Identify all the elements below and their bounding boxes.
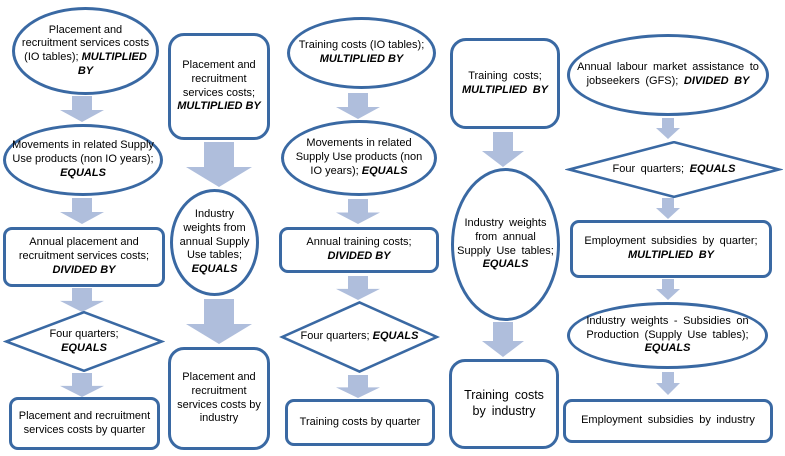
node-label: Industry weights from annual Supply Use … (179, 208, 250, 262)
step-training-costs-by-quarter: Training costs by quarter (285, 399, 435, 446)
node-label: Industry weights from annual Supply Use … (457, 217, 554, 257)
step-labour-market-assistance: Annual labour market assistance to jobse… (567, 34, 769, 116)
step-placement-costs-by-industry: Placement and recruitment services costs… (168, 347, 270, 450)
node-text: Industry weights from annual Supply Use … (173, 208, 256, 277)
node-text: Employment subsidies by industry (575, 414, 761, 428)
down-arrow-icon (656, 198, 680, 219)
node-operator: MULTIPLIED BY (177, 100, 261, 113)
node-operator: MULTIPLIED BY (319, 53, 404, 65)
node-text: Annual placement and recruitment service… (6, 236, 162, 277)
step-training-costs-by-industry: Training costs by industry (449, 359, 559, 449)
step-placement-costs-io: Placement and recruitment services costs… (12, 7, 159, 95)
step-industry-weights-2: Industry weights from annual Supply Use … (451, 168, 560, 321)
node-operator: DIVIDED BY (683, 75, 750, 87)
node-label: Industry weights - Subsidies on Producti… (586, 314, 749, 341)
step-annual-placement-costs: Annual placement and recruitment service… (3, 227, 165, 287)
node-operator: MULTIPLIED BY (77, 51, 147, 77)
node-text: Four quarters; EQUALS (295, 330, 425, 344)
node-label: Placement and recruitment services costs… (18, 409, 151, 436)
node-label: Training costs; (468, 69, 542, 82)
step-movements-supply-use-1: Movements in related Supply Use products… (3, 124, 163, 196)
step-industry-weights-1: Industry weights from annual Supply Use … (170, 189, 259, 296)
node-label: Training costs by industry (464, 388, 544, 418)
step-industry-weights-subsidies: Industry weights - Subsidies on Producti… (567, 302, 768, 369)
node-label: Placement and recruitment services costs… (177, 371, 261, 425)
down-arrow-icon (60, 96, 104, 122)
step-employment-subsidies-by-quarter: Employment subsidies by quarter; MULTIPL… (570, 220, 772, 278)
node-operator: DIVIDED BY (327, 250, 391, 262)
down-arrow-icon (336, 199, 380, 224)
down-arrow-icon (336, 276, 380, 300)
down-arrow-icon (186, 299, 252, 344)
node-label: Training costs (IO tables); (298, 39, 425, 52)
node-label: Placement and recruitment services costs… (21, 23, 150, 64)
node-text: Employment subsidies by quarter; MULTIPL… (573, 235, 769, 263)
down-arrow-icon (656, 372, 680, 395)
step-four-quarters-2: Four quarters; EQUALS (279, 301, 440, 373)
node-text: Four quarters; EQUALS (42, 328, 126, 356)
node-operator: EQUALS (361, 164, 408, 177)
node-label: Annual placement and recruitment service… (18, 236, 150, 263)
node-label: Four quarters; (612, 162, 690, 175)
node-operator: EQUALS (61, 341, 107, 354)
node-text: Four quarters; EQUALS (607, 163, 742, 177)
node-label: Employment subsidies by industry (581, 414, 755, 427)
down-arrow-icon (482, 132, 524, 167)
step-placement-costs: Placement and recruitment services costs… (168, 33, 270, 140)
step-training-costs: Training costs; MULTIPLIED BY (450, 38, 560, 129)
node-text: Industry weights from annual Supply Use … (454, 217, 557, 272)
node-label: Movements in related Supply Use products… (12, 139, 154, 166)
node-text: Placement and recruitment services costs… (12, 410, 157, 438)
down-arrow-icon (60, 373, 104, 397)
down-arrow-icon (186, 142, 252, 187)
node-operator: EQUALS (372, 330, 419, 343)
node-text: Placement and recruitment services costs… (171, 371, 267, 426)
node-text: Annual labour market assistance to jobse… (570, 61, 766, 89)
down-arrow-icon (482, 322, 524, 357)
node-label: Annual training costs; (306, 236, 412, 249)
node-label: Training costs by quarter (299, 415, 421, 428)
step-training-costs-io: Training costs (IO tables); MULTIPLIED B… (287, 17, 436, 89)
node-text: Training costs by industry (452, 388, 556, 419)
node-text: Training costs; MULTIPLIED BY (453, 70, 557, 98)
node-label: Movements in related Supply Use products… (295, 137, 423, 177)
node-operator: EQUALS (689, 162, 736, 175)
step-four-quarters-1: Four quarters; EQUALS (3, 311, 165, 372)
down-arrow-icon (60, 198, 104, 224)
node-text: Placement and recruitment services costs… (15, 24, 156, 79)
down-arrow-icon (336, 93, 380, 119)
node-text: Annual training costs; DIVIDED BY (282, 236, 436, 264)
node-text: Movements in related Supply Use products… (284, 137, 434, 178)
node-label: Employment subsidies by quarter; (584, 235, 758, 248)
node-text: Placement and recruitment services costs… (171, 59, 267, 114)
diamond-shape (565, 141, 783, 198)
node-text: Movements in related Supply Use products… (6, 139, 160, 180)
step-employment-subsidies-by-industry: Employment subsidies by industry (563, 399, 773, 443)
node-text: Training costs (IO tables); MULTIPLIED B… (290, 39, 433, 67)
down-arrow-icon (656, 279, 680, 300)
node-operator: EQUALS (644, 342, 691, 355)
node-text: Training costs by quarter (294, 416, 427, 430)
down-arrow-icon (656, 118, 680, 139)
node-operator: MULTIPLIED BY (461, 83, 548, 96)
node-operator: MULTIPLIED BY (627, 249, 714, 261)
step-four-quarters-3: Four quarters; EQUALS (565, 141, 783, 198)
node-label: Four quarters; (49, 327, 119, 340)
diamond-shape (279, 301, 440, 373)
node-operator: EQUALS (191, 263, 238, 276)
step-annual-training-costs: Annual training costs; DIVIDED BY (279, 227, 439, 273)
diamond-shape (3, 311, 165, 372)
node-operator: EQUALS (60, 166, 106, 179)
node-operator: DIVIDED BY (52, 263, 116, 276)
down-arrow-icon (336, 375, 380, 398)
node-label: Four quarters; (300, 330, 373, 343)
step-movements-supply-use-2: Movements in related Supply Use products… (281, 120, 437, 196)
node-text: Industry weights - Subsidies on Producti… (570, 315, 765, 356)
node-operator: EQUALS (482, 258, 529, 271)
node-label: Annual labour market assistance to jobse… (577, 61, 759, 87)
down-arrow-icon (60, 288, 104, 312)
node-label: Placement and recruitment services costs… (182, 59, 256, 99)
step-placement-costs-by-quarter: Placement and recruitment services costs… (9, 397, 160, 450)
